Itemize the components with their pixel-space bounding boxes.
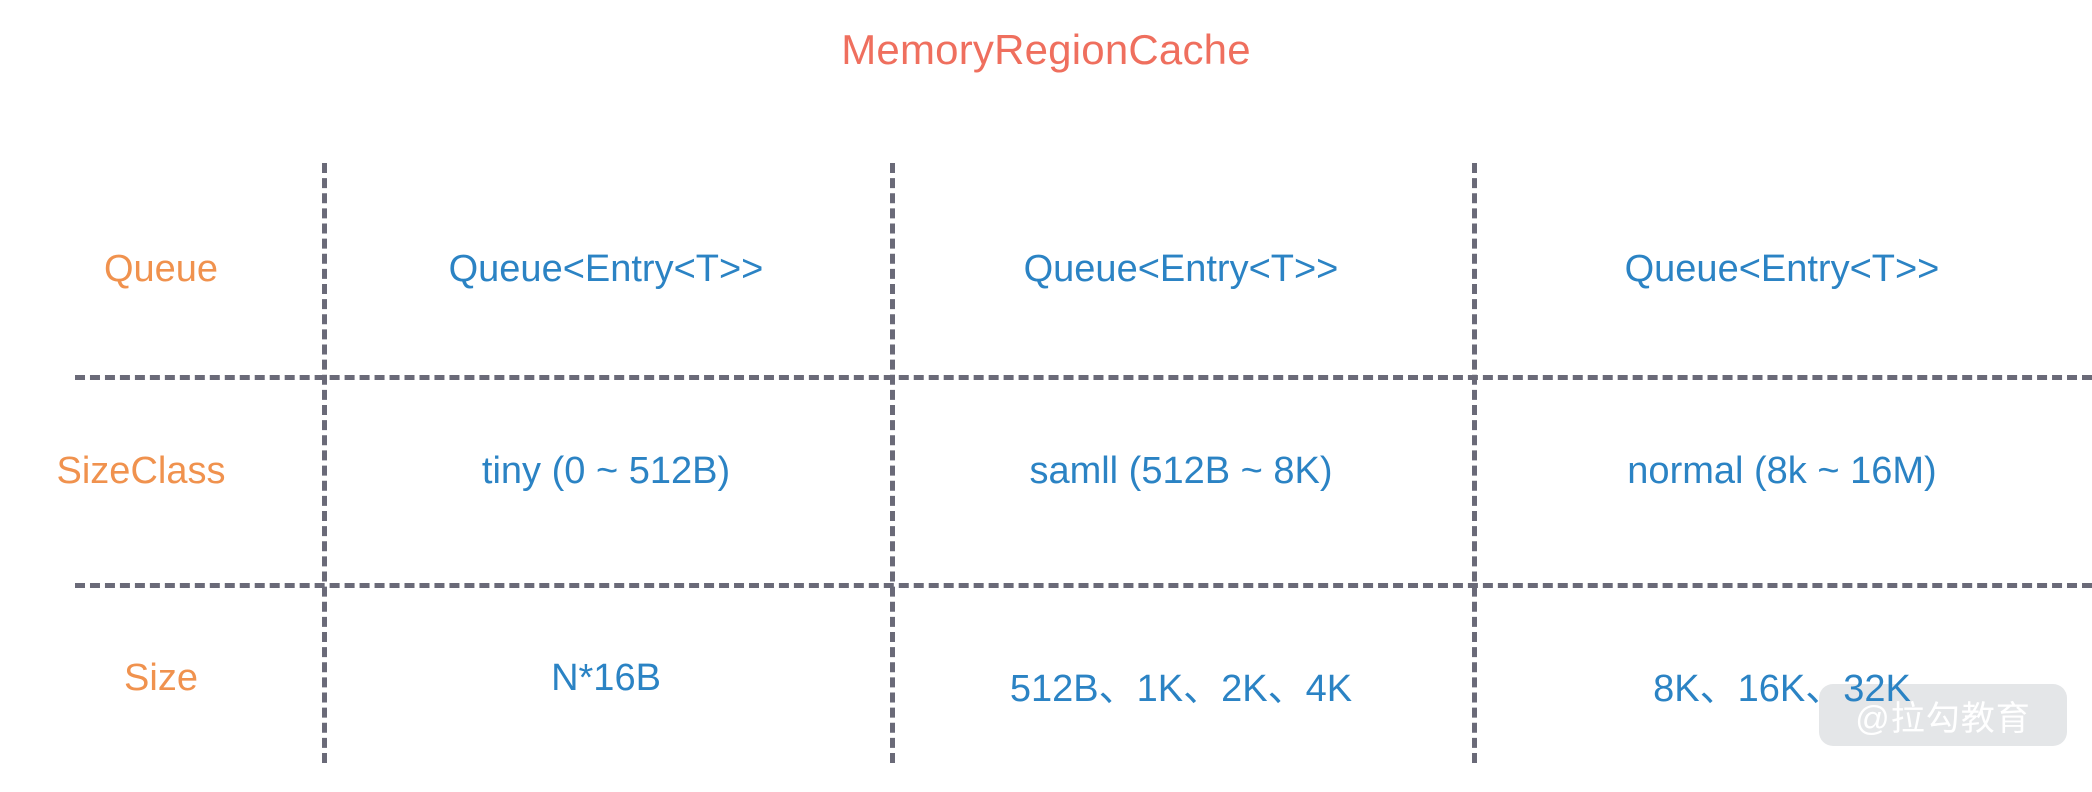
watermark-badge: @拉勾教育	[1819, 684, 2067, 746]
cell-queue-col1: Queue<Entry<T>>	[448, 248, 764, 290]
row-label-sizeclass: SizeClass	[56, 450, 226, 492]
cell-queue-col3: Queue<Entry<T>>	[1624, 248, 1940, 290]
row-label-queue: Queue	[103, 248, 219, 290]
column-divider-1	[322, 163, 327, 763]
row-label-size: Size	[124, 657, 198, 699]
cell-queue-col2: Queue<Entry<T>>	[1023, 248, 1339, 290]
cell-size-col3: 8K、16K、32K	[1653, 668, 1911, 710]
row-divider-2	[75, 583, 2092, 588]
cell-size-col2: 512B、1K、2K、4K	[1009, 668, 1353, 710]
column-divider-3	[1472, 163, 1477, 763]
row-divider-1	[75, 375, 2092, 380]
cell-sizeclass-col2: samll (512B ~ 8K)	[1029, 450, 1333, 492]
page-title: MemoryRegionCache	[841, 26, 1251, 73]
column-divider-2	[890, 163, 895, 763]
cell-sizeclass-col1: tiny (0 ~ 512B)	[481, 450, 731, 492]
cell-sizeclass-col3: normal (8k ~ 16M)	[1627, 450, 1937, 492]
cell-size-col1: N*16B	[551, 657, 661, 699]
